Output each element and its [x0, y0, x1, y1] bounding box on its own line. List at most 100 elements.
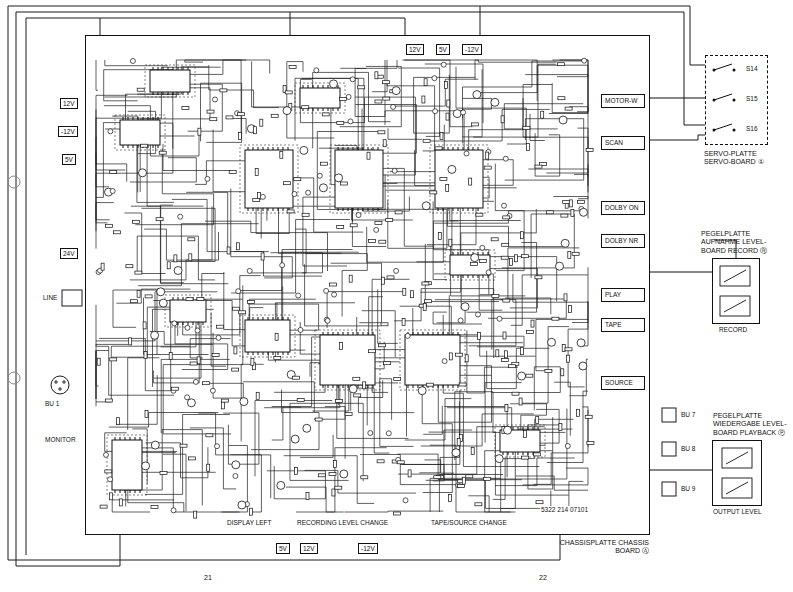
ic-pin: [158, 117, 159, 120]
resistor-symbol: [521, 255, 528, 258]
switch-lever: [714, 124, 732, 130]
resistor-symbol: [133, 220, 140, 223]
board-title: SERVO-PLATTE SERVO-BOARD ①: [704, 150, 784, 167]
resistor-symbol: [126, 265, 133, 268]
resistor-symbol: [508, 365, 515, 368]
resistor-symbol: [531, 320, 534, 327]
ic-pin: [258, 147, 259, 150]
trace: [96, 203, 114, 223]
connector-box: DOLBY NR: [601, 234, 645, 248]
resistor-symbol: [340, 343, 343, 350]
trace: [485, 451, 553, 512]
ic-pin: [513, 427, 514, 430]
resistor-symbol: [302, 213, 309, 216]
resistor-symbol: [226, 116, 233, 119]
resistor-symbol: [222, 402, 225, 409]
capacitor-symbol: [350, 77, 355, 82]
ic-pin: [323, 385, 324, 388]
trace: [319, 148, 410, 211]
ic-pin: [133, 117, 134, 120]
ic-pin: [158, 92, 159, 95]
trace: [400, 465, 444, 481]
transistor-symbol: [319, 184, 327, 192]
capacitor-symbol: [464, 151, 469, 156]
resistor-symbol: [222, 399, 229, 402]
trace: [96, 351, 98, 386]
resistor-symbol: [105, 399, 112, 402]
resistor-symbol: [387, 276, 394, 279]
resistor-symbol: [229, 170, 236, 173]
ic-pin: [173, 297, 174, 300]
trace: [392, 79, 479, 106]
capacitor-symbol: [108, 477, 113, 482]
ic-pin: [278, 147, 279, 150]
resistor-symbol: [302, 106, 309, 109]
ic-pin: [153, 145, 154, 148]
resistor-symbol: [171, 387, 178, 390]
transistor-symbol: [139, 169, 147, 177]
trace: [398, 68, 439, 136]
ic-pin: [418, 332, 419, 335]
trace: [130, 206, 212, 280]
capacitor-symbol: [195, 328, 200, 333]
ic-pin: [168, 92, 169, 95]
switch-contact: [733, 69, 736, 72]
resistor-symbol: [446, 113, 449, 120]
trace: [317, 132, 385, 210]
resistor-symbol: [379, 240, 386, 243]
trace: [99, 313, 171, 391]
trace: [495, 164, 524, 271]
capacitor-symbol: [247, 268, 252, 273]
ic-pin: [363, 147, 364, 150]
resistor-symbol: [577, 200, 584, 203]
capacitor-symbol: [317, 173, 322, 178]
wire: [8, 535, 560, 560]
ic-package: [335, 150, 383, 208]
pin: [59, 388, 61, 390]
node-label: S14: [746, 65, 758, 72]
ic-pin: [158, 67, 159, 70]
ic-pin: [258, 352, 259, 355]
resistor-symbol: [440, 178, 447, 181]
ic-pin: [478, 147, 479, 150]
resistor-symbol: [402, 318, 405, 325]
trace: [475, 60, 537, 93]
ic-pin: [125, 490, 126, 493]
ic-pin: [338, 332, 339, 335]
resistor-symbol: [137, 88, 144, 91]
jack: [662, 442, 676, 456]
ic-pin: [268, 147, 269, 150]
ic-pin: [343, 208, 344, 211]
resistor-symbol: [512, 392, 519, 395]
resistor-symbol: [287, 210, 294, 213]
ic-pin: [453, 385, 454, 388]
ic-pin: [148, 117, 149, 120]
trace: [104, 60, 246, 97]
capacitor-symbol: [356, 213, 361, 218]
jack: [662, 408, 676, 422]
resistor-symbol: [552, 317, 559, 320]
part-label: BU 1: [44, 400, 60, 407]
resistor-symbol: [337, 121, 344, 124]
resistor-symbol: [341, 182, 348, 185]
resistor-symbol: [203, 382, 210, 385]
ic-pin: [513, 452, 514, 455]
trace: [434, 211, 583, 223]
ic-pin: [463, 208, 464, 211]
trace: [96, 138, 98, 232]
resistor-symbol: [189, 457, 196, 460]
ic-pin: [353, 332, 354, 335]
ic-pin: [178, 322, 179, 325]
resistor-symbol: [105, 224, 112, 227]
trace: [113, 290, 157, 355]
trace: [501, 445, 546, 508]
connection-wire: [650, 470, 712, 471]
transistor-symbol: [577, 339, 585, 347]
trace: [150, 332, 213, 345]
ic-pin: [278, 317, 279, 320]
wire: [26, 18, 405, 555]
resistor-symbol: [109, 493, 112, 500]
potentiometer-wiper: [724, 270, 746, 282]
capacitor-symbol: [110, 189, 115, 194]
